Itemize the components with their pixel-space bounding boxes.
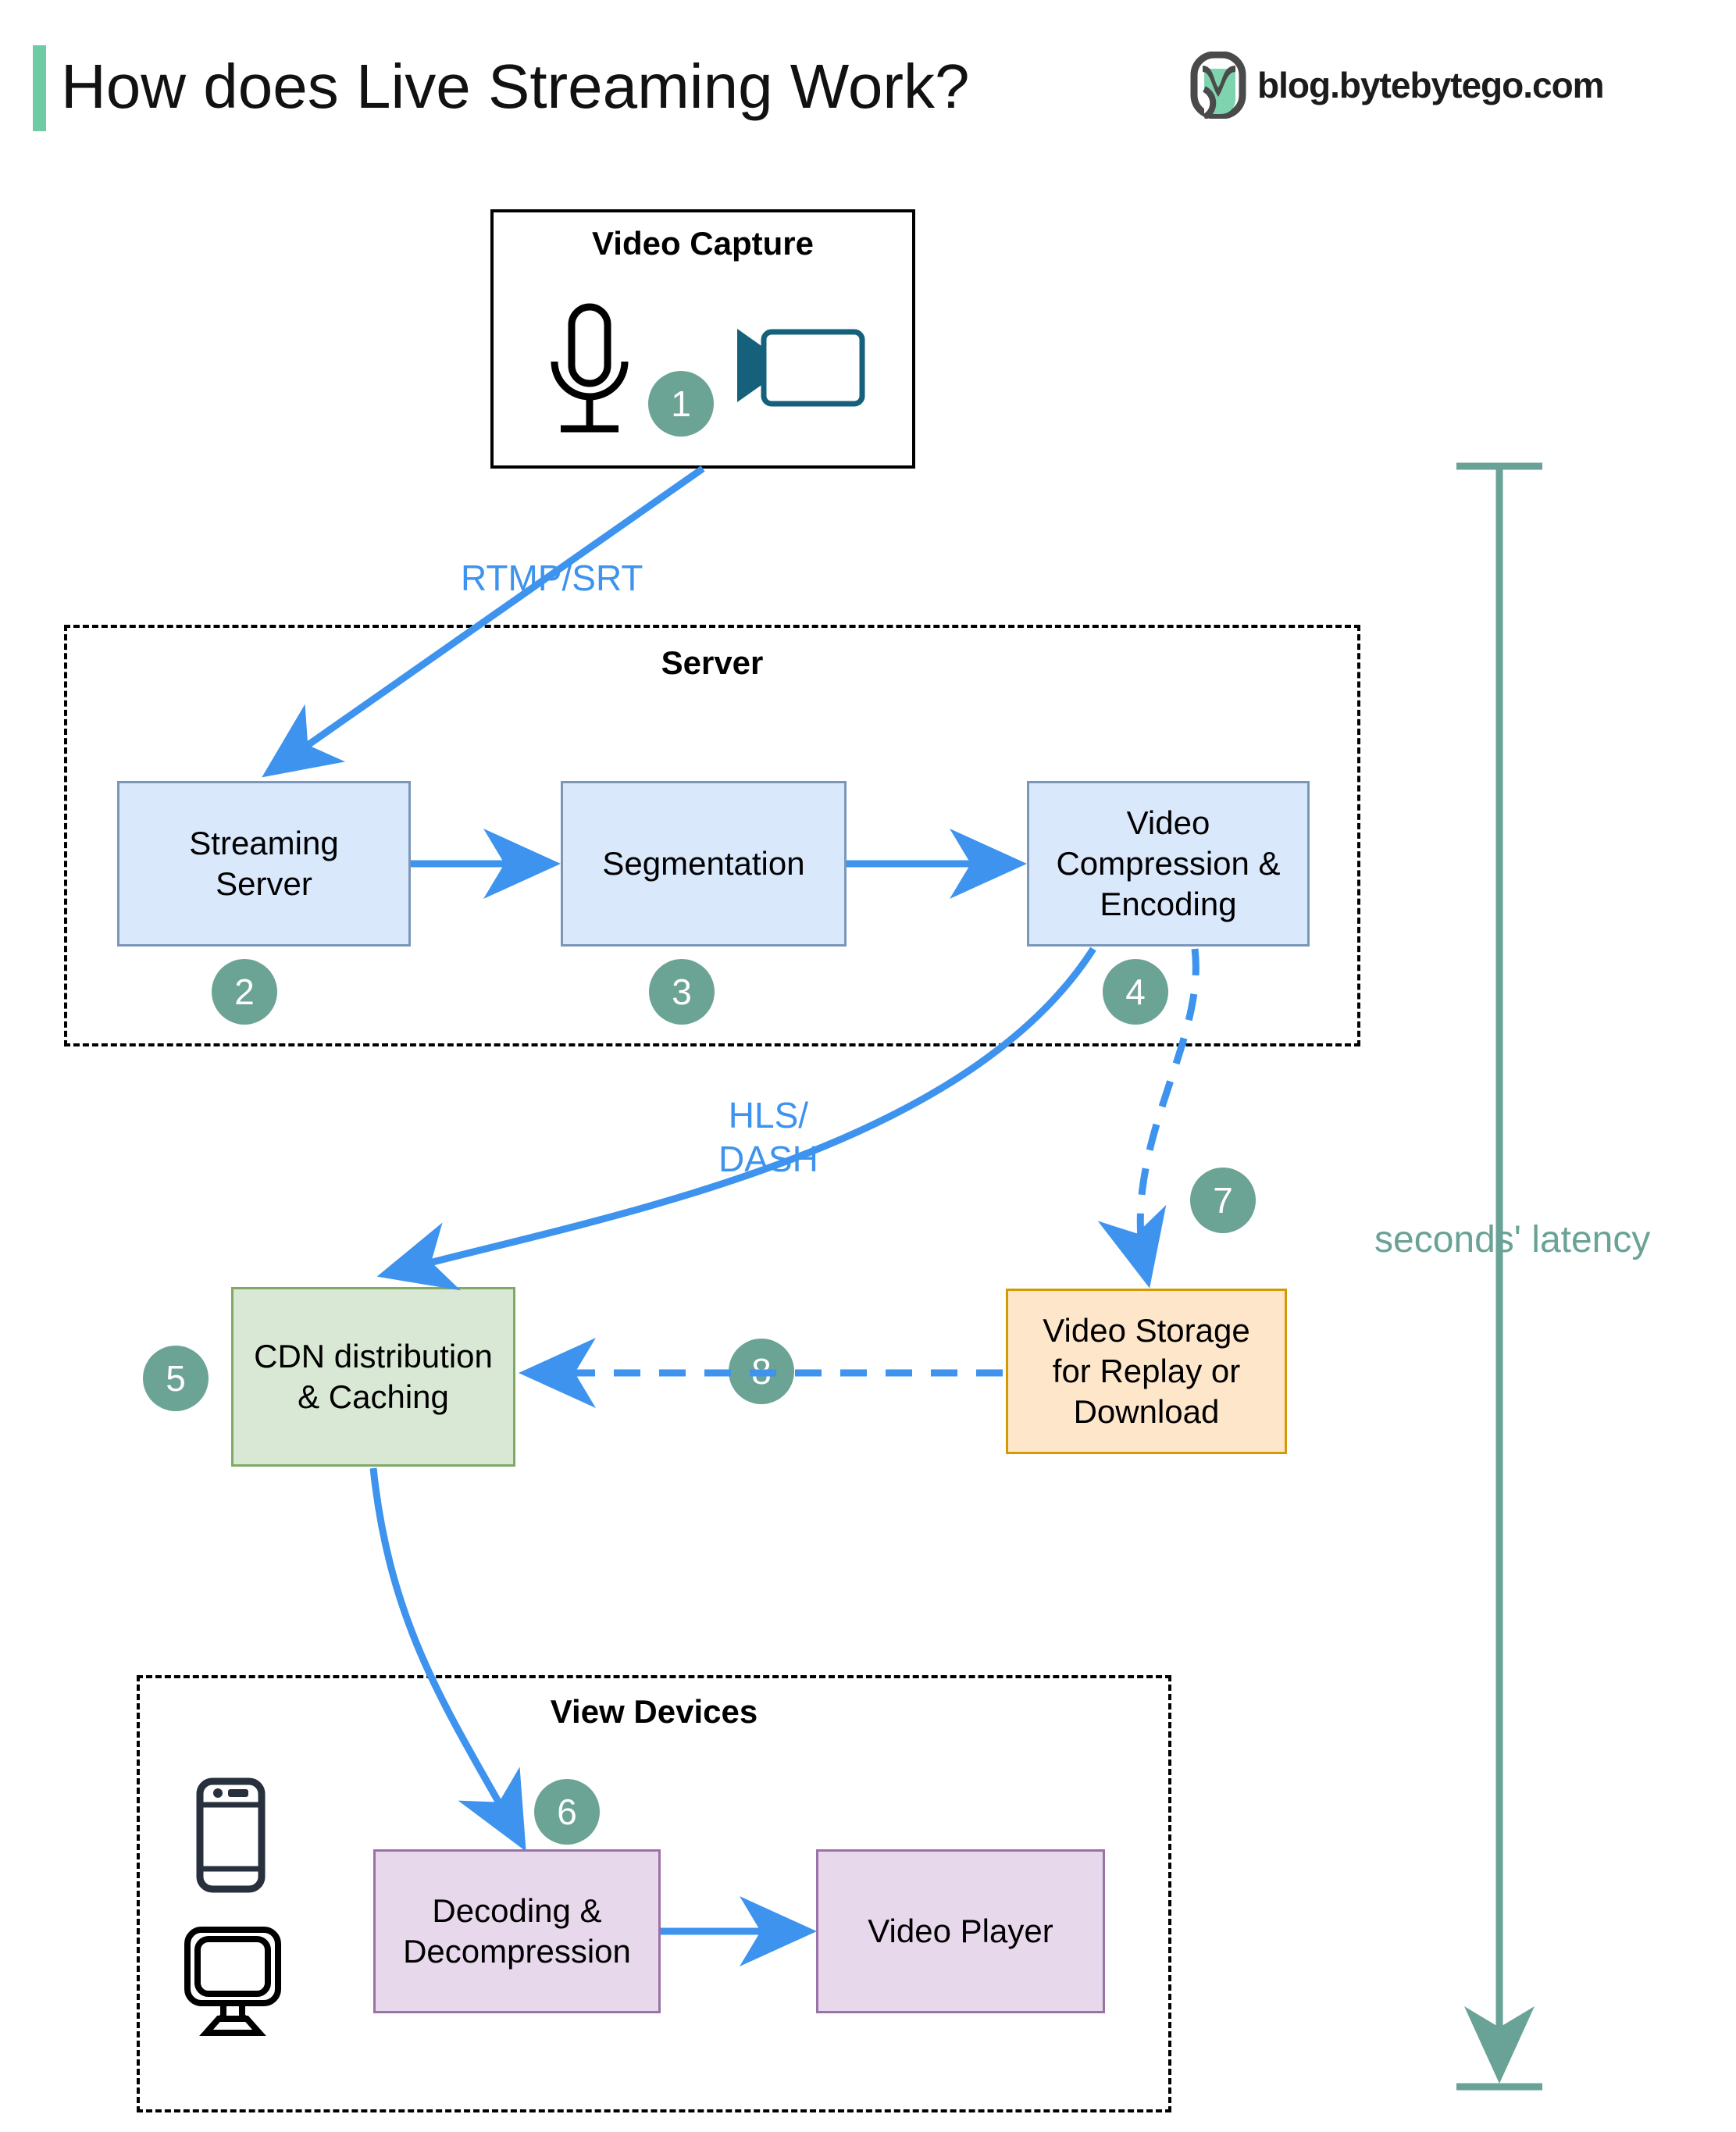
node-video-compression[interactable]: Video Compression & Encoding (1027, 781, 1310, 947)
brand: blog.bytebytego.com (1190, 51, 1605, 120)
monitor-icon (178, 1925, 287, 2042)
step-badge-5: 5 (143, 1346, 209, 1411)
microphone-icon (539, 301, 640, 445)
title-accent-bar (33, 45, 46, 131)
step-badge-4: 4 (1103, 959, 1168, 1025)
step-badge-2: 2 (212, 959, 277, 1025)
step-badge-3: 3 (649, 959, 715, 1025)
server-group-title: Server (661, 644, 764, 681)
node-streaming-server-label: Streaming Server (189, 825, 339, 902)
node-segmentation[interactable]: Segmentation (561, 781, 847, 947)
node-video-storage[interactable]: Video Storage for Replay or Download (1006, 1289, 1287, 1454)
page-title: How does Live Streaming Work? (61, 52, 970, 121)
latency-label: seconds' latency (1374, 1219, 1651, 1260)
edge-label-hls-dash: HLS/ DASH (718, 1095, 818, 1179)
camcorder-icon (726, 324, 867, 414)
bytebytego-logo-icon (1190, 51, 1246, 120)
node-video-player-label: Video Player (868, 1913, 1053, 1949)
node-cdn[interactable]: CDN distribution & Caching (231, 1287, 515, 1467)
node-video-compression-label: Video Compression & Encoding (1056, 804, 1281, 922)
node-cdn-label: CDN distribution & Caching (254, 1338, 493, 1415)
view-devices-group-title: View Devices (550, 1693, 758, 1730)
step-badge-7: 7 (1190, 1168, 1256, 1233)
video-capture-title: Video Capture (592, 225, 814, 262)
node-video-player[interactable]: Video Player (816, 1849, 1105, 2013)
node-streaming-server[interactable]: Streaming Server (117, 781, 411, 947)
smartphone-icon (194, 1777, 268, 1898)
node-video-storage-label: Video Storage for Replay or Download (1043, 1312, 1250, 1430)
step-badge-8: 8 (729, 1339, 794, 1404)
step-badge-1: 1 (648, 371, 714, 437)
step-badge-6: 6 (534, 1779, 600, 1845)
node-decoding-label: Decoding & Decompression (403, 1892, 631, 1970)
node-segmentation-label: Segmentation (602, 845, 805, 882)
view-devices-group (137, 1675, 1171, 2112)
edge-label-rtmp-srt: RTMP/SRT (461, 558, 643, 598)
brand-text: blog.bytebytego.com (1257, 65, 1605, 105)
node-decoding[interactable]: Decoding & Decompression (373, 1849, 661, 2013)
